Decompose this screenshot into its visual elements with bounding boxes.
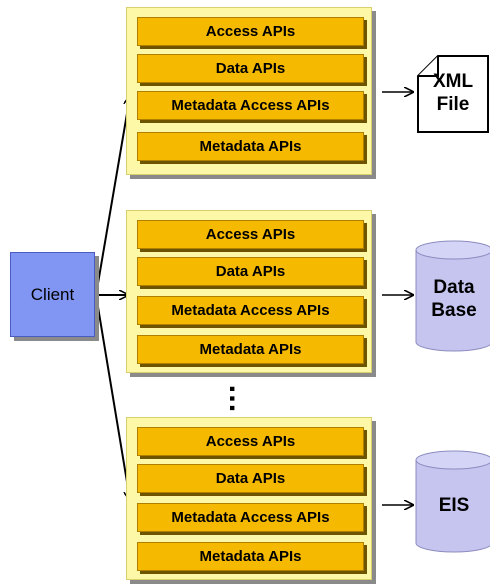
metadata-apis-box: Metadata APIs (137, 132, 364, 161)
access-apis-box: Access APIs (137, 220, 364, 249)
metadata-apis-box: Metadata APIs (137, 542, 364, 571)
client-box: Client (10, 252, 95, 337)
access-apis-box: Access APIs (137, 427, 364, 456)
metadata-apis-box: Metadata APIs (137, 335, 364, 364)
api-stack: Access APIs Data APIs Metadata Access AP… (126, 417, 372, 580)
data-apis-box: Data APIs (137, 464, 364, 493)
api-stack: Access APIs Data APIs Metadata Access AP… (126, 7, 372, 175)
cylinder-database-icon (415, 450, 490, 553)
metadata-access-apis-box: Metadata Access APIs (137, 296, 364, 325)
xml-file-label: XML File (432, 71, 474, 115)
more-stacks-ellipsis: … (223, 383, 256, 411)
metadata-access-apis-box: Metadata Access APIs (137, 503, 364, 532)
client-to-bottom-stack-arrow (95, 294, 130, 500)
data-apis-box: Data APIs (137, 257, 364, 286)
metadata-access-apis-box: Metadata Access APIs (137, 91, 364, 120)
data-base-label: Data Base (431, 277, 477, 321)
data-apis-box: Data APIs (137, 54, 364, 83)
client-label: Client (30, 284, 75, 304)
access-apis-box: Access APIs (137, 17, 364, 46)
api-stack: Access APIs Data APIs Metadata Access AP… (126, 210, 372, 373)
client-to-top-stack-arrow (95, 96, 130, 296)
document-folded-corner-icon (417, 55, 489, 133)
eis-label: EIS (438, 495, 470, 516)
